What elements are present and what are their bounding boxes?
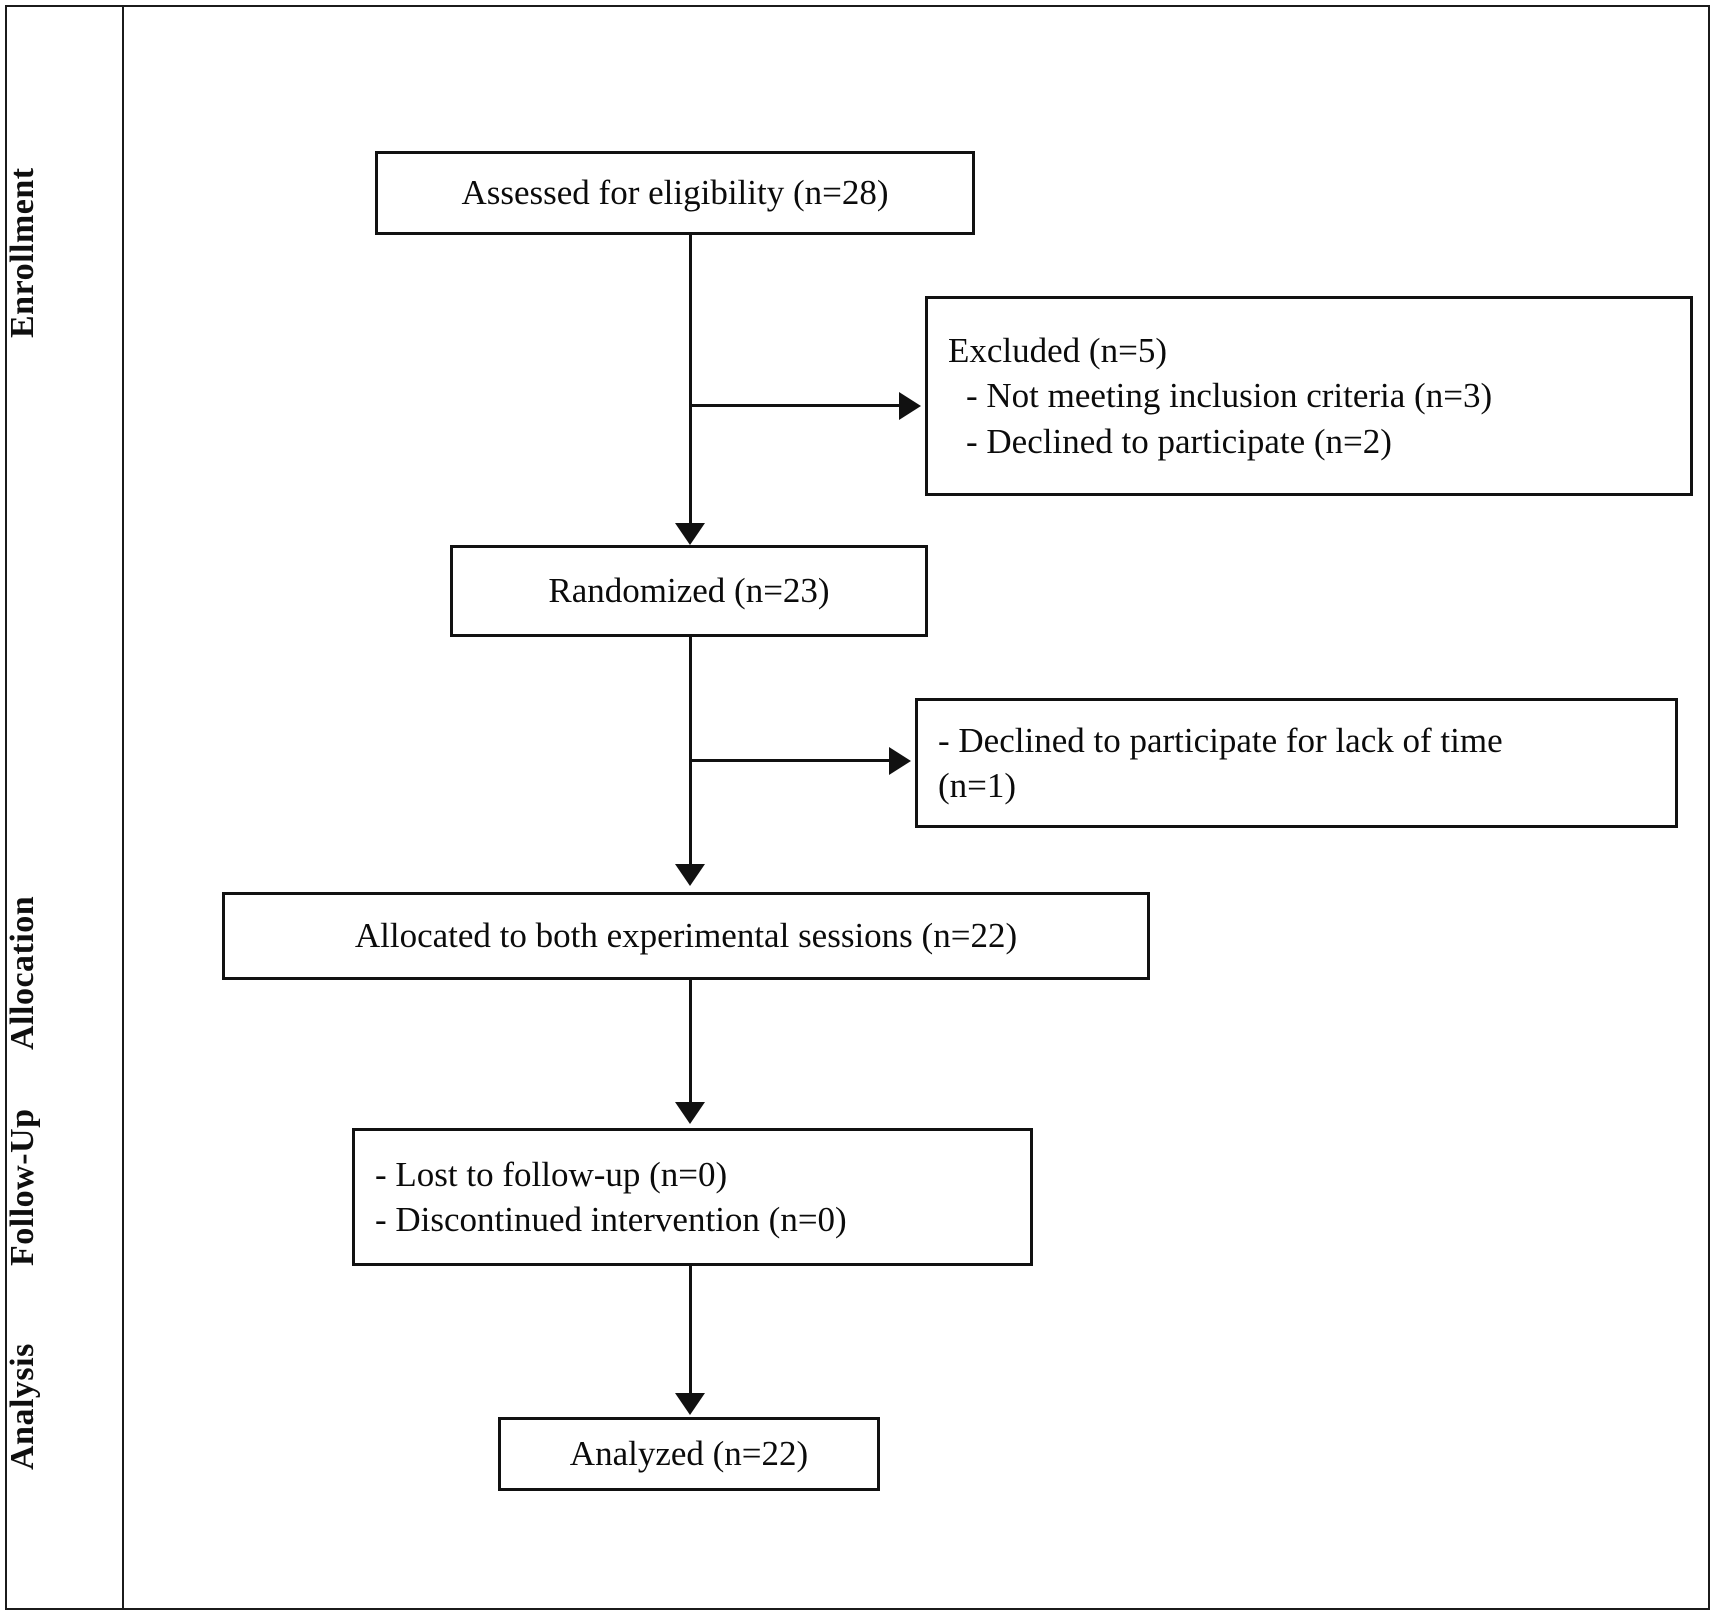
excluded-reason-2: - Declined to participate (n=2) (966, 421, 1392, 461)
connector-allocated-to-followup (689, 980, 692, 1104)
box-excluded: Excluded (n=5) - Not meeting inclusion c… (925, 296, 1693, 496)
randomized-text: Randomized (n=23) (548, 571, 830, 611)
stage-column-divider (122, 7, 124, 1608)
follow-up-lost: - Lost to follow-up (n=0) (375, 1154, 728, 1194)
arrowhead-into-randomized (675, 523, 705, 545)
allocated-text: Allocated to both experimental sessions … (354, 916, 1018, 956)
follow-up-discontinued: - Discontinued intervention (n=0) (375, 1200, 847, 1239)
declined-lack-of-time-reason: - Declined to participate for lack of ti… (938, 720, 1503, 760)
connector-to-declined-lack-of-time (689, 759, 891, 762)
declined-lack-of-time-count: (n=1) (938, 766, 1017, 805)
arrowhead-into-followup (675, 1102, 705, 1124)
stage-label-allocation: Allocation (4, 895, 41, 1050)
excluded-title: Excluded (n=5) (948, 330, 1167, 370)
stage-label-analysis: Analysis (4, 1343, 41, 1470)
excluded-reason-1: - Not meeting inclusion criteria (n=3) (966, 376, 1493, 416)
box-assessed-for-eligibility: Assessed for eligibility (n=28) (375, 151, 975, 235)
arrowhead-into-allocated (675, 864, 705, 886)
analyzed-text: Analyzed (n=22) (569, 1434, 809, 1474)
stage-label-enrollment: Enrollment (4, 167, 41, 338)
connector-randomized-to-allocated (689, 637, 692, 868)
assessed-text: Assessed for eligibility (n=28) (461, 173, 889, 213)
box-declined-lack-of-time: - Declined to participate for lack of ti… (915, 698, 1678, 828)
box-follow-up: - Lost to follow-up (n=0) - Discontinued… (352, 1128, 1033, 1266)
arrowhead-into-excluded (899, 392, 921, 420)
connector-assessed-to-randomized (689, 235, 692, 527)
arrowhead-into-declined-lack-of-time (889, 747, 911, 775)
connector-followup-to-analyzed (689, 1266, 692, 1396)
box-analyzed: Analyzed (n=22) (498, 1417, 880, 1491)
arrowhead-into-analyzed (675, 1393, 705, 1415)
connector-to-excluded (689, 404, 901, 407)
box-allocated-to-sessions: Allocated to both experimental sessions … (222, 892, 1150, 980)
stage-label-follow-up: Follow-Up (4, 1108, 41, 1267)
box-randomized: Randomized (n=23) (450, 545, 928, 637)
